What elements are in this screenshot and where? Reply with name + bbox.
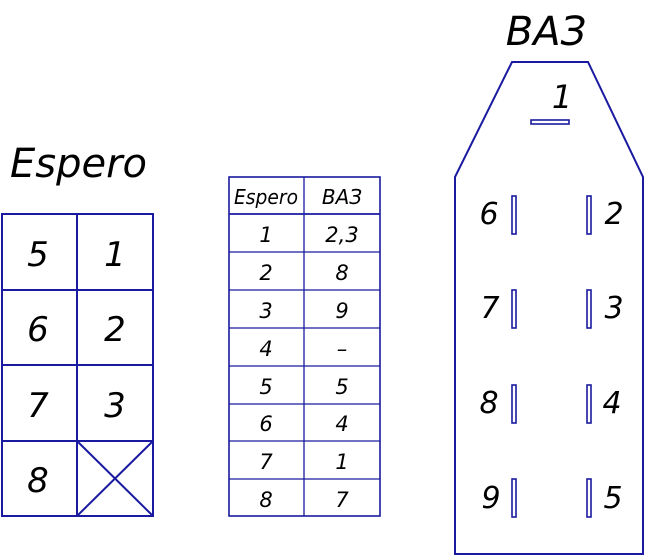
table-cell: 1 [335, 450, 348, 474]
table-cell: 9 [335, 299, 348, 323]
espero-pin: 8 [27, 461, 49, 501]
espero-pin: 2 [104, 310, 126, 350]
vaz-pin-slot [586, 289, 592, 329]
vaz-pin-slot [511, 384, 517, 424]
table-cell: 1 [259, 223, 272, 247]
mapping-table: Espero ВАЗ 1 2,3 2 8 3 9 4 – 5 5 6 4 7 1… [228, 176, 381, 517]
vaz-title: ВАЗ [506, 9, 586, 55]
vaz-connector: ВАЗ 1 6 2 7 3 8 4 9 5 [454, 9, 644, 555]
table-cell: 7 [259, 450, 273, 474]
vaz-pin-label: 4 [602, 386, 621, 421]
table-cell: 8 [335, 261, 348, 285]
vaz-pin-slot [511, 289, 517, 329]
vaz-pin-label: 8 [479, 386, 498, 421]
empty-cell-cross [76, 440, 154, 517]
vaz-pin-slot [586, 478, 592, 518]
table-cell: 4 [259, 337, 272, 361]
table-cell: 3 [259, 299, 272, 323]
vaz-pin-slot [511, 195, 517, 235]
table-header-vaz: ВАЗ [322, 185, 362, 209]
espero-pin: 7 [27, 386, 49, 426]
vaz-pin-label: 6 [479, 197, 498, 232]
table-cell: 5 [335, 375, 348, 399]
vaz-pin-slot [586, 384, 592, 424]
vaz-pin-slot [511, 478, 517, 518]
table-cell: 6 [259, 412, 272, 436]
vaz-pin-label: 7 [480, 291, 499, 326]
espero-pin: 1 [104, 235, 126, 275]
table-cell: 2,3 [325, 223, 358, 247]
vaz-outline [454, 61, 644, 555]
vaz-pin-slot [586, 195, 592, 235]
espero-pin: 3 [104, 386, 126, 426]
vaz-pin-slot [530, 119, 570, 125]
vaz-pin-label: 2 [604, 197, 623, 232]
table-cell: 5 [259, 375, 272, 399]
espero-connector: Espero 5 1 6 2 7 3 8 [1, 141, 154, 517]
vaz-pin-label: 3 [604, 291, 623, 326]
vaz-pin-label: 1 [552, 78, 572, 116]
table-cell: 4 [335, 412, 348, 436]
vaz-pin-label: 9 [481, 481, 500, 516]
table-cell: 7 [335, 488, 349, 512]
espero-pin: 6 [27, 310, 49, 350]
table-cell: 8 [259, 488, 272, 512]
table-cell: 2 [259, 261, 272, 285]
espero-pin: 5 [27, 235, 49, 275]
vaz-pin-label: 5 [603, 481, 622, 516]
table-header-espero: Espero [234, 185, 298, 209]
espero-title: Espero [10, 141, 147, 187]
table-cell: – [337, 337, 348, 361]
